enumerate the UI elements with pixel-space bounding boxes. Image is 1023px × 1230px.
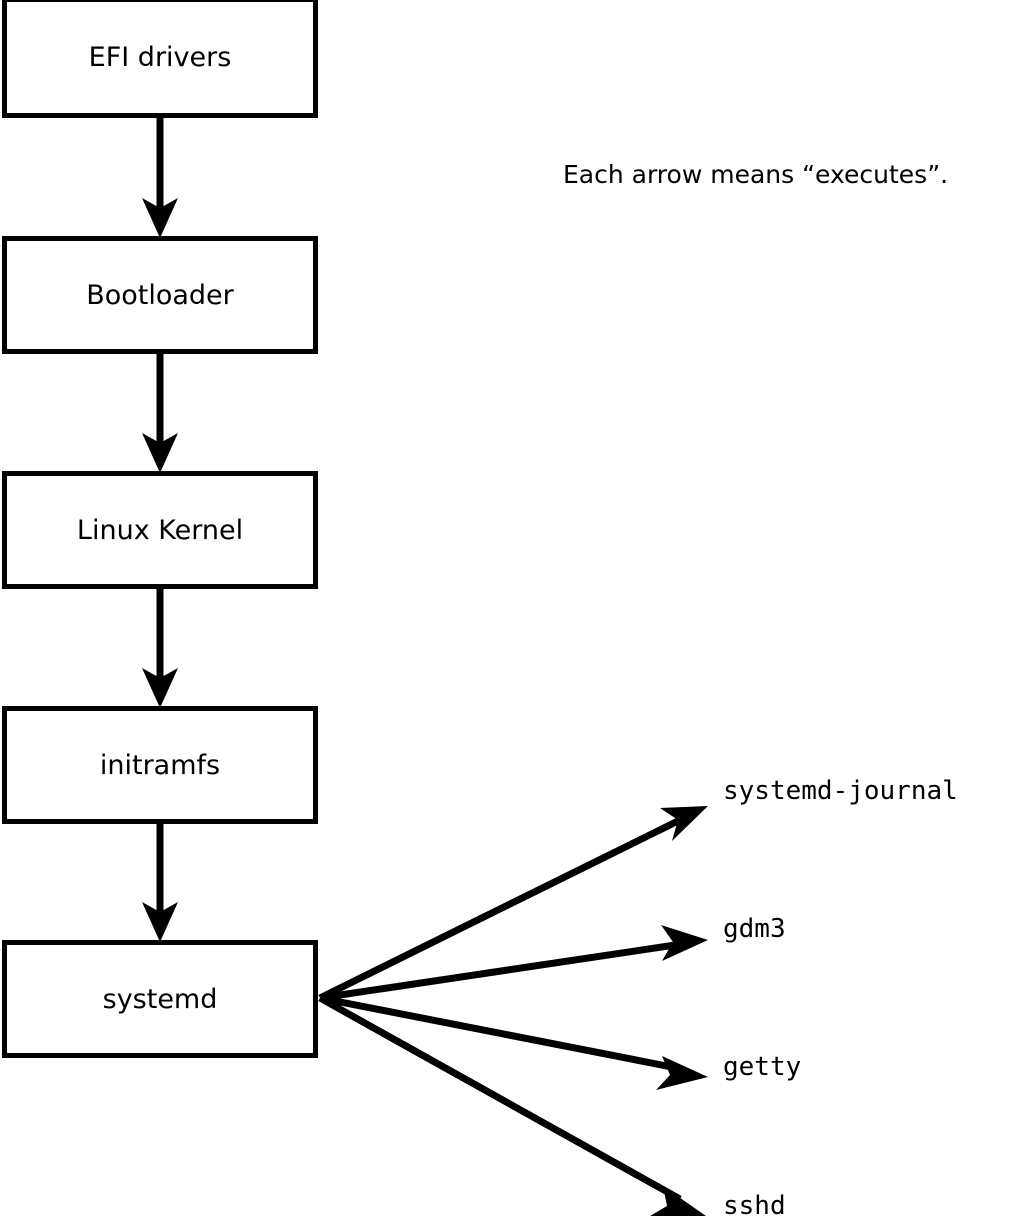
chain-node-efi-drivers[interactable]: EFI drivers xyxy=(2,0,318,118)
service-label-getty[interactable]: getty xyxy=(723,1052,802,1082)
chain-node-bootloader[interactable]: Bootloader xyxy=(2,236,318,354)
chain-node-initramfs[interactable]: initramfs xyxy=(2,706,318,824)
service-arrow-systemd-to-gdm3 xyxy=(319,925,708,1002)
service-label-sshd[interactable]: sshd xyxy=(723,1191,786,1221)
chain-node-label: systemd xyxy=(102,983,218,1015)
chain-arrow-linux-kernel-to-initramfs xyxy=(142,588,178,708)
service-arrow-systemd-to-sshd xyxy=(318,994,706,1216)
chain-arrow-bootloader-to-linux-kernel xyxy=(142,353,178,473)
legend-note: Each arrow means “executes”. xyxy=(563,160,949,189)
service-label-gdm3[interactable]: gdm3 xyxy=(723,914,786,944)
chain-arrow-initramfs-to-systemd xyxy=(142,823,178,942)
service-arrow-systemd-to-getty xyxy=(319,994,708,1090)
chain-node-systemd[interactable]: systemd xyxy=(2,940,318,1058)
chain-node-label: initramfs xyxy=(99,749,221,781)
service-label-systemd-journal[interactable]: systemd-journal xyxy=(723,776,958,806)
service-arrow-systemd-to-systemd-journal xyxy=(318,806,708,1002)
chain-node-linux-kernel[interactable]: Linux Kernel xyxy=(2,471,318,589)
chain-arrow-efi-drivers-to-bootloader xyxy=(142,118,178,238)
chain-node-label: Linux Kernel xyxy=(76,514,244,546)
chain-node-label: Bootloader xyxy=(86,279,234,311)
chain-node-label: EFI drivers xyxy=(88,42,232,73)
